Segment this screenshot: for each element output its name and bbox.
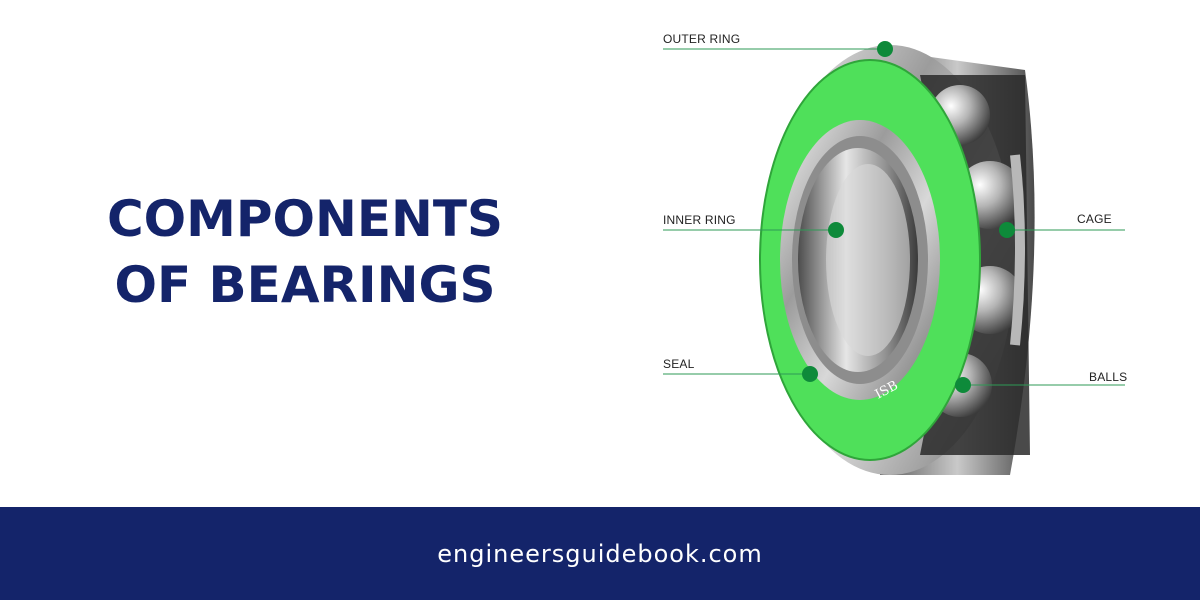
label-balls: BALLS: [1089, 370, 1128, 384]
title-line-1: COMPONENTS: [106, 190, 504, 248]
marker-inner-ring: [828, 222, 844, 238]
label-seal: SEAL: [663, 357, 695, 371]
footer-bar: engineersguidebook.com: [0, 507, 1200, 600]
label-cage: CAGE: [1077, 212, 1112, 226]
label-outer-ring: OUTER RING: [663, 32, 741, 46]
marker-balls: [955, 377, 971, 393]
bearing-illustration: ISB: [663, 41, 1125, 475]
label-inner-ring: INNER RING: [663, 213, 736, 227]
marker-seal: [802, 366, 818, 382]
bearing-diagram: ISB OUTER RING INNER RING SEAL CAGE BALL…: [630, 15, 1150, 495]
website-url: engineersguidebook.com: [437, 539, 763, 568]
cage-strip: [1010, 154, 1025, 346]
marker-outer-ring: [877, 41, 893, 57]
title-block: COMPONENTS OF BEARINGS: [95, 186, 515, 318]
marker-cage: [999, 222, 1015, 238]
title-line-2: OF BEARINGS: [114, 256, 496, 314]
